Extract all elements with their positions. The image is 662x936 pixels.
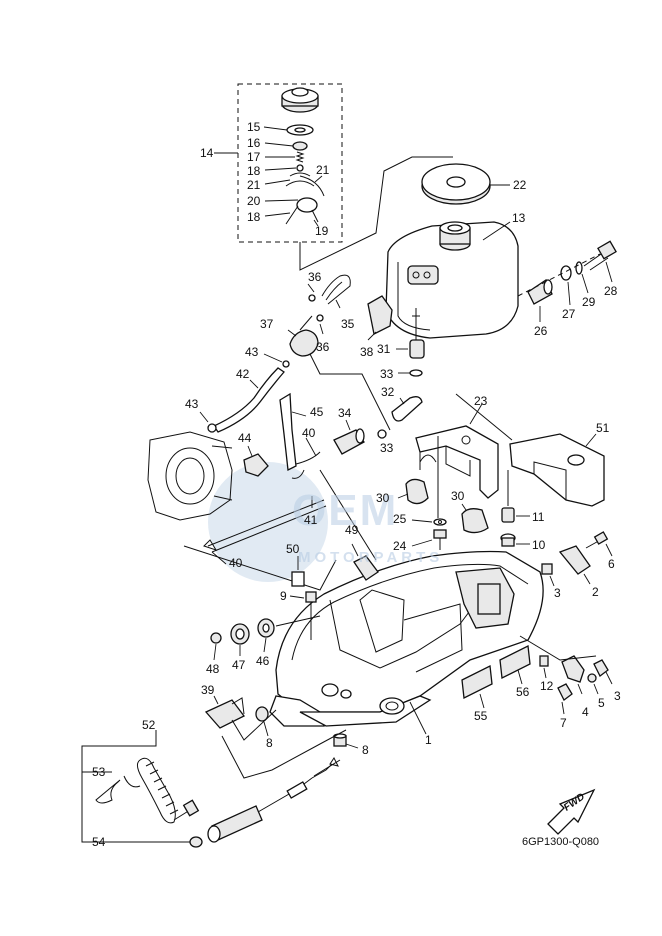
- mounting-bracket-23: [415, 403, 499, 499]
- callout-7: 7: [560, 716, 567, 730]
- callout-18: 18: [247, 210, 261, 224]
- callout-26: 26: [534, 324, 548, 338]
- callout-9: 9: [280, 589, 287, 603]
- grommets-30: [397, 436, 489, 550]
- callout-16: 16: [247, 136, 261, 150]
- callout-25: 25: [393, 512, 407, 526]
- fuel-tank: [385, 221, 519, 339]
- fuel-hose-42: [199, 353, 290, 433]
- callout-52: 52: [142, 718, 156, 732]
- callout-42: 42: [236, 367, 250, 381]
- callout-43: 43: [185, 397, 199, 411]
- fuel-connector-34: [333, 419, 365, 455]
- callout-30: 30: [376, 491, 390, 505]
- callout-3: 3: [554, 586, 561, 600]
- callout-10: 10: [532, 538, 546, 552]
- callout-21: 21: [247, 178, 261, 192]
- callout-22: 22: [513, 178, 527, 192]
- callout-29: 29: [582, 295, 596, 309]
- callout-36: 36: [316, 340, 330, 354]
- callout-8: 8: [266, 736, 273, 750]
- callout-53: 53: [92, 765, 106, 779]
- callout-15: 15: [247, 120, 261, 134]
- callout-39: 39: [201, 683, 215, 697]
- callout-18: 18: [247, 164, 261, 178]
- fuel-filter-area: [377, 308, 425, 439]
- callout-17: 17: [247, 150, 261, 164]
- side-fittings: [541, 531, 613, 587]
- plugs-8: [255, 706, 359, 749]
- callout-40: 40: [302, 426, 316, 440]
- callout-4: 4: [582, 705, 589, 719]
- callout-55: 55: [474, 709, 488, 723]
- callout-27: 27: [562, 307, 576, 321]
- callout-28: 28: [604, 284, 618, 298]
- engine-fragment: [147, 431, 233, 521]
- filler-cap-assembly: [281, 87, 325, 225]
- diagram-code: 6GP1300-Q080: [522, 836, 600, 848]
- callout-11: 11: [532, 510, 545, 524]
- stop-lanyard: [81, 729, 347, 848]
- callout-45: 45: [310, 405, 324, 419]
- callout-51: 51: [596, 421, 610, 435]
- callout-37: 37: [260, 317, 274, 331]
- callout-1: 1: [425, 733, 432, 747]
- callout-24: 24: [393, 539, 407, 553]
- callout-19: 19: [315, 224, 329, 238]
- callout-21: 21: [316, 163, 330, 177]
- cap-guide-line: [299, 156, 453, 271]
- callout-13: 13: [512, 211, 526, 225]
- label-plates: [461, 645, 531, 709]
- callout-3: 3: [614, 689, 621, 703]
- side-cover-51: [455, 393, 605, 507]
- callout-44: 44: [238, 431, 252, 445]
- fwd-arrow: [547, 788, 596, 835]
- callout-33: 33: [380, 441, 394, 455]
- callout-23: 23: [474, 394, 488, 408]
- callout-20: 20: [247, 194, 261, 208]
- callout-35: 35: [341, 317, 355, 331]
- cap-assembly-group-box: [237, 83, 343, 243]
- callout-50: 50: [286, 542, 300, 556]
- callout-5: 5: [598, 696, 605, 710]
- callout-2: 2: [592, 585, 599, 599]
- callout-48: 48: [206, 662, 220, 676]
- callout-54: 54: [92, 835, 106, 849]
- callout-34: 34: [338, 406, 352, 420]
- callout-31: 31: [377, 342, 391, 356]
- grommets-46-48: [210, 615, 321, 661]
- callout-43: 43: [245, 345, 259, 359]
- callout-49: 49: [345, 523, 359, 537]
- callout-41: 41: [304, 513, 318, 527]
- callout-32: 32: [381, 385, 395, 399]
- callout-47: 47: [232, 658, 246, 672]
- callout-33: 33: [380, 367, 394, 381]
- callout-40: 40: [229, 556, 243, 570]
- tank-fittings: [517, 240, 617, 322]
- bottom-cowling: [269, 550, 544, 735]
- linkage-area: [183, 392, 377, 591]
- tank-gasket: [421, 163, 510, 205]
- callout-38: 38: [360, 345, 374, 359]
- cap-leaders: [263, 126, 323, 227]
- fuel-joint-area: [287, 274, 393, 431]
- cowling-fittings: [289, 543, 379, 640]
- callout-14: 14: [200, 146, 214, 160]
- callout-12: 12: [540, 679, 554, 693]
- callout-6: 6: [608, 557, 615, 571]
- small-hardware: [519, 635, 613, 715]
- callout-56: 56: [516, 685, 530, 699]
- callout-46: 46: [256, 654, 270, 668]
- callout-8: 8: [362, 743, 369, 757]
- plug-11-10: [500, 470, 530, 547]
- callout-30: 30: [451, 489, 465, 503]
- watermark-logo: OEM: [292, 486, 399, 535]
- watermark-subtext: MOTORPARTS: [298, 549, 444, 566]
- callout-36: 36: [308, 270, 322, 284]
